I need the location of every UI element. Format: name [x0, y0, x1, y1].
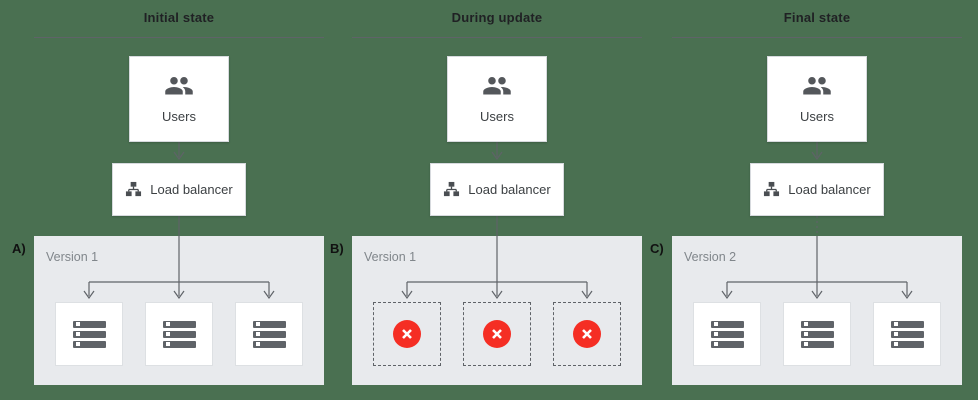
users-label: Users	[480, 109, 514, 124]
server-node	[873, 302, 941, 366]
error-x-icon	[573, 320, 601, 348]
load-balancer-label: Load balancer	[150, 182, 233, 197]
panel-letter-label: B)	[330, 241, 344, 256]
load-balancer-label: Load balancer	[788, 182, 871, 197]
server-stack-icon	[800, 320, 834, 348]
version-panel: B) Version 1	[330, 236, 642, 385]
unavailable-node	[553, 302, 621, 366]
server-stack-icon	[252, 320, 286, 348]
server-stack-icon	[162, 320, 196, 348]
server-node	[693, 302, 761, 366]
users-box: Users	[447, 56, 547, 142]
column-during-update: During update Users Load balancer	[330, 0, 642, 400]
load-balancer-box: Load balancer	[112, 163, 246, 216]
users-box: Users	[129, 56, 229, 142]
server-node	[235, 302, 303, 366]
unavailable-node	[373, 302, 441, 366]
unavailable-node	[463, 302, 531, 366]
load-balancer-icon	[126, 181, 142, 197]
load-balancer-box: Load balancer	[750, 163, 884, 216]
server-stack-icon	[890, 320, 924, 348]
users-icon	[803, 77, 831, 95]
version-panel: A) Version 1	[12, 236, 324, 385]
server-stack-icon	[710, 320, 744, 348]
error-x-icon	[483, 320, 511, 348]
column-title: During update	[451, 10, 543, 25]
load-balancer-icon	[444, 181, 460, 197]
users-icon	[165, 77, 193, 95]
panel-letter-label: A)	[12, 241, 26, 256]
users-label: Users	[800, 109, 834, 124]
load-balancer-icon	[764, 181, 780, 197]
version-label: Version 2	[684, 250, 737, 264]
column-title: Final state	[783, 10, 851, 25]
server-node	[55, 302, 123, 366]
title-underline	[352, 37, 642, 38]
version-label: Version 1	[364, 250, 417, 264]
column-title: Initial state	[143, 10, 215, 25]
users-icon	[483, 77, 511, 95]
users-box: Users	[767, 56, 867, 142]
users-label: Users	[162, 109, 196, 124]
title-underline	[34, 37, 324, 38]
server-stack-icon	[72, 320, 106, 348]
error-x-icon	[393, 320, 421, 348]
load-balancer-label: Load balancer	[468, 182, 551, 197]
title-underline	[672, 37, 962, 38]
panel-letter-label: C)	[650, 241, 664, 256]
column-final-state: Final state Users Load balancer	[650, 0, 962, 400]
server-node	[145, 302, 213, 366]
version-panel: C) Version 2	[650, 236, 962, 385]
version-label: Version 1	[46, 250, 99, 264]
column-initial-state: Initial state Users Load balancer	[12, 0, 324, 400]
server-node	[783, 302, 851, 366]
load-balancer-box: Load balancer	[430, 163, 564, 216]
